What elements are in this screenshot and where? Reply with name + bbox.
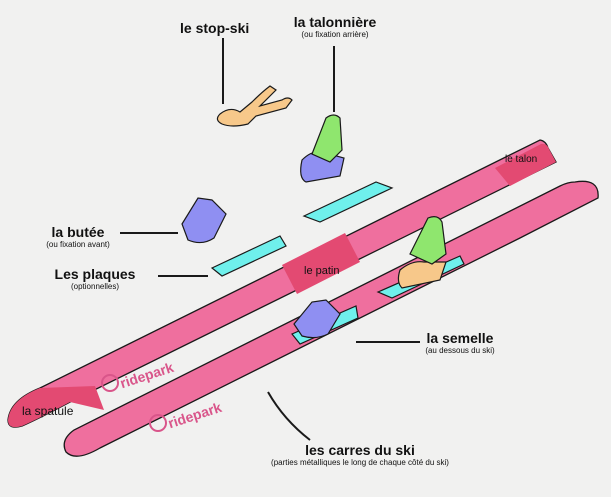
label-plaques-group: Les plaques (optionnelles) — [40, 266, 150, 292]
label-semelle-sub: (au dessous du ski) — [425, 346, 495, 355]
label-butee-group: la butée (ou fixation avant) — [30, 224, 126, 250]
leader-lines — [120, 38, 420, 441]
mounted-stop-ski — [397, 261, 447, 289]
back-ski — [7, 139, 557, 428]
label-butee: la butée — [51, 224, 105, 240]
label-butee-sub: (ou fixation avant) — [46, 240, 110, 249]
label-plaques-sub: (optionnelles) — [70, 282, 120, 291]
label-carres: les carres du ski — [305, 442, 415, 458]
label-semelle: la semelle — [426, 330, 494, 346]
label-talonniere-group: la talonnière (ou fixation arrière) — [280, 14, 390, 40]
label-talonniere: la talonnière — [293, 14, 377, 30]
label-spatule: la spatule — [22, 404, 74, 418]
back-ski-tail-segment — [495, 143, 556, 186]
label-carres-group: les carres du ski (parties métalliques l… — [240, 442, 480, 468]
rear-plate — [302, 181, 394, 223]
label-patin: le patin — [304, 265, 340, 277]
back-ski-tip-segment — [8, 386, 104, 428]
label-plaques: Les plaques — [54, 266, 136, 282]
label-semelle-group: la semelle (au dessous du ski) — [410, 330, 510, 356]
leader-carres — [267, 391, 311, 441]
label-talon: le talon — [505, 154, 538, 165]
label-stop-ski: le stop-ski — [180, 20, 250, 36]
back-ski-logo — [101, 374, 119, 392]
front-ski-logo — [149, 414, 167, 432]
mounted-toe-binding — [293, 299, 341, 339]
label-talonniere-sub: (ou fixation arrière) — [301, 30, 369, 39]
heel-binding-top — [311, 114, 343, 163]
front-plate — [210, 235, 287, 277]
mounted-heel-binding — [409, 216, 447, 265]
toe-binding — [181, 197, 227, 244]
stop-ski-part — [216, 85, 293, 127]
label-carres-sub: (parties métalliques le long de chaque c… — [271, 458, 449, 467]
back-ski-waist-segment — [282, 233, 360, 294]
